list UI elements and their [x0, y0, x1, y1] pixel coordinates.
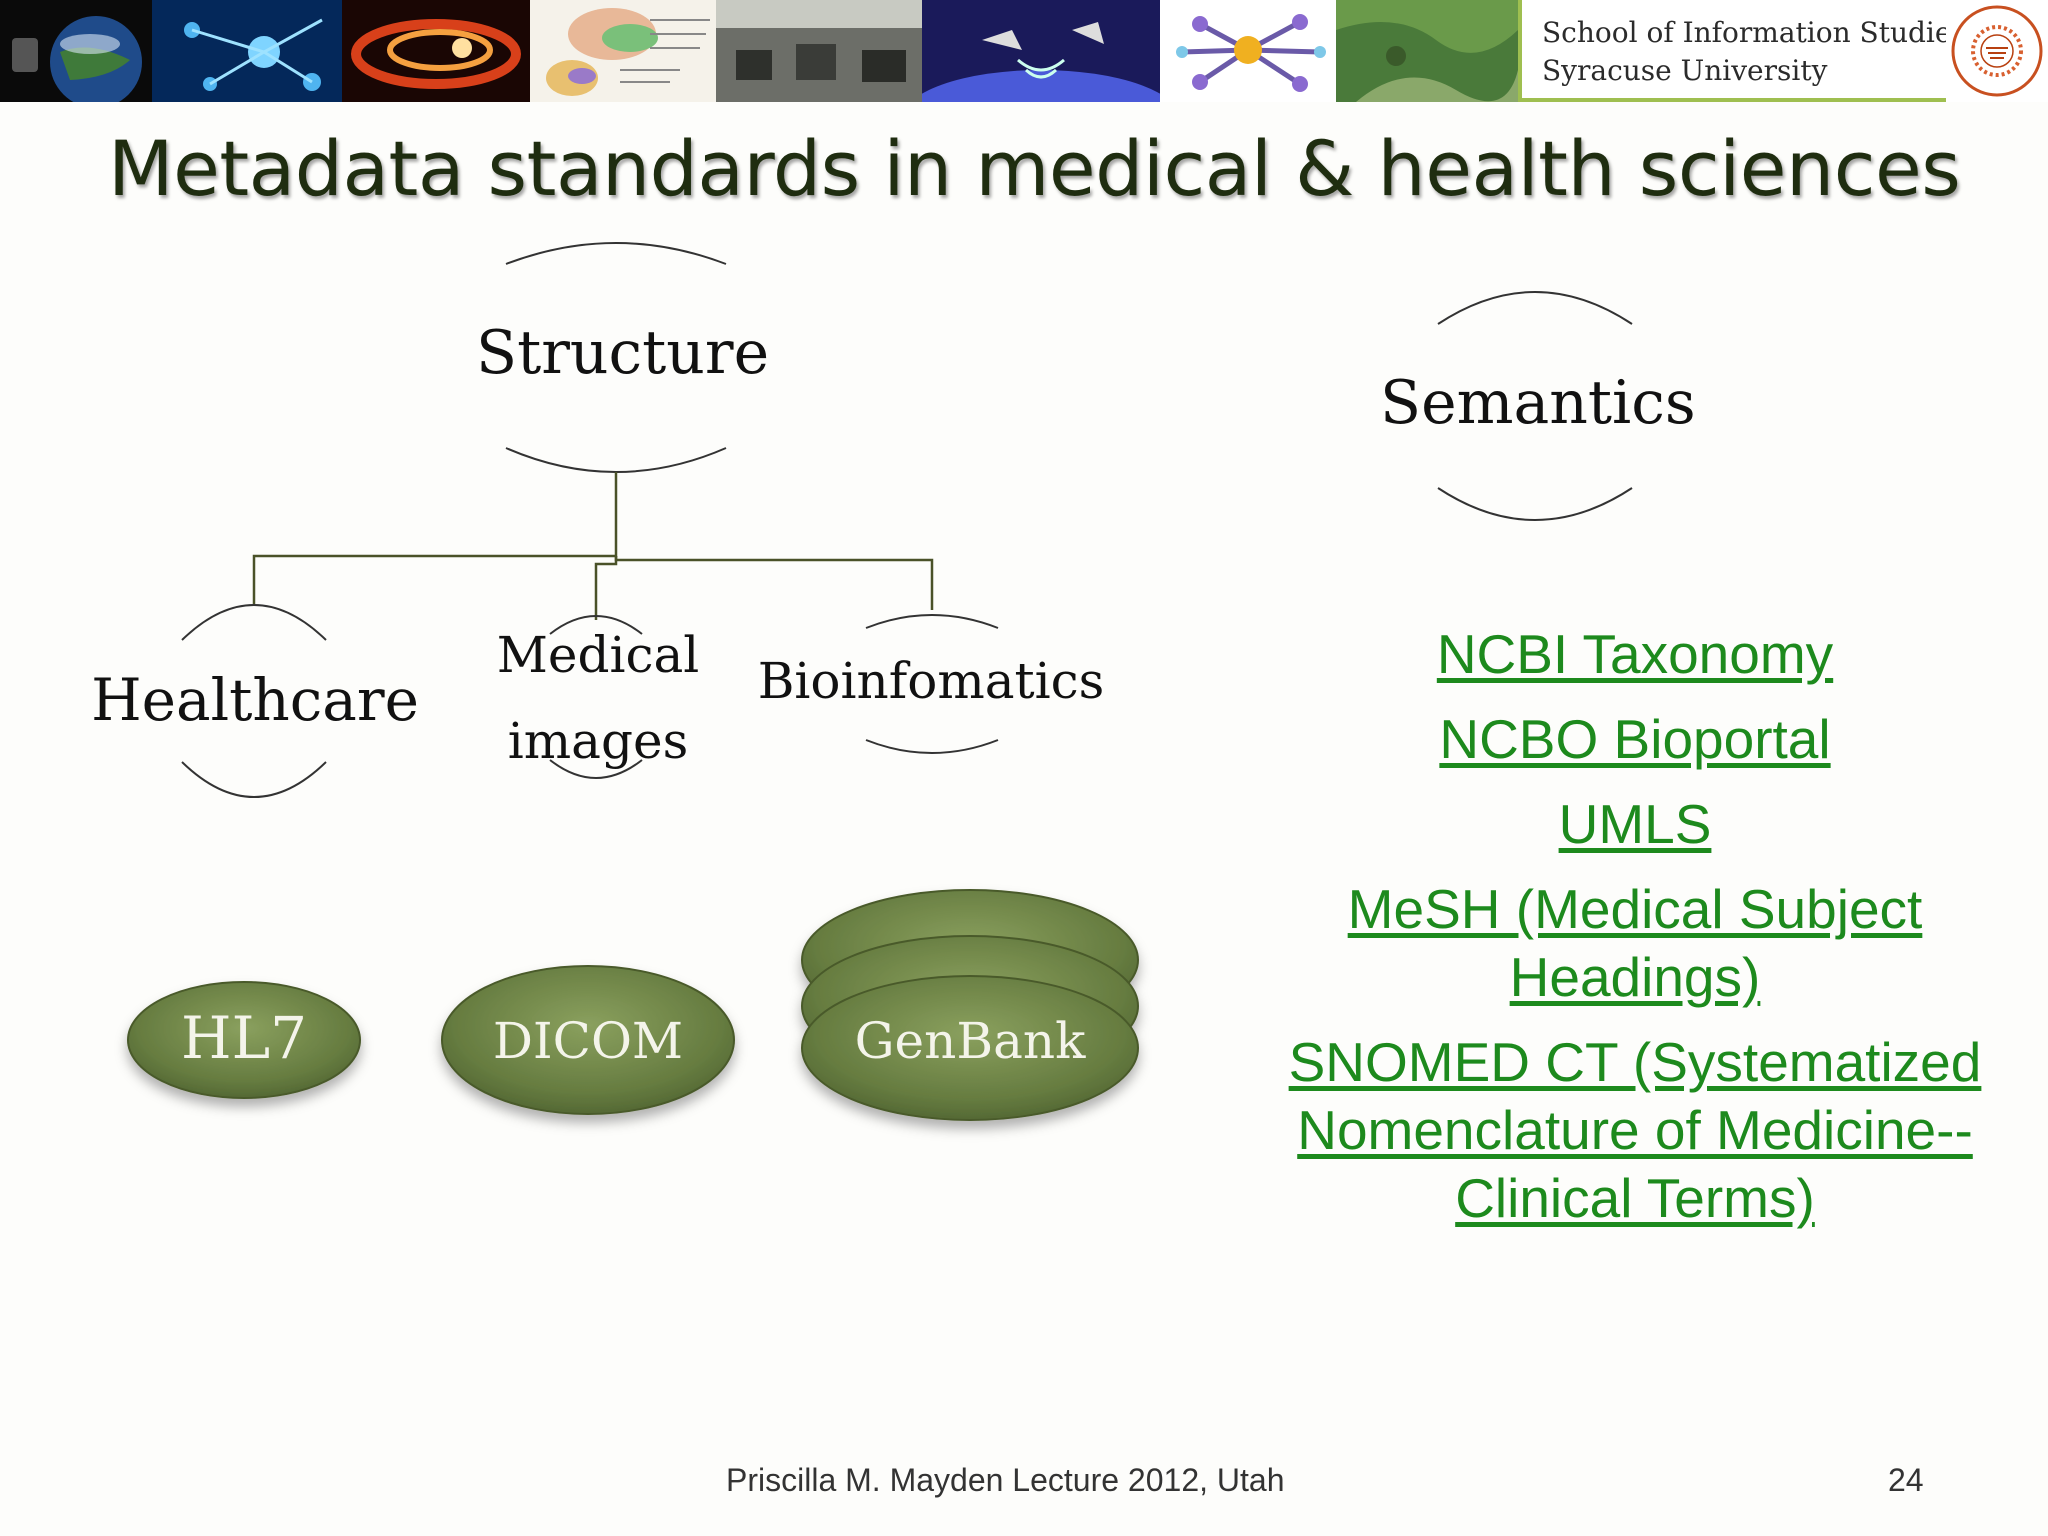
structure-label: Structure — [476, 318, 770, 388]
healthcare-label: Healthcare — [91, 666, 419, 734]
footer-caption: Priscilla M. Mayden Lecture 2012, Utah — [726, 1462, 1285, 1498]
dicom-pill — [441, 965, 735, 1115]
bioinformatics-node-arcs — [865, 614, 999, 754]
ncbo-bioportal-link[interactable]: NCBO Bioportal — [1439, 708, 1831, 770]
semantics-node-arcs — [1437, 291, 1633, 521]
tree-connectors — [252, 472, 934, 620]
mesh-link[interactable]: MeSH (Medical Subject Headings) — [1347, 878, 1923, 1008]
semantics-label: Semantics — [1380, 368, 1696, 438]
ncbi-taxonomy-link[interactable]: NCBI Taxonomy — [1436, 623, 1834, 685]
neuron-network-image — [152, 0, 342, 102]
telescope-image — [0, 0, 152, 102]
snomed-ct-link[interactable]: SNOMED CT (Systematized Nomenclature of … — [1288, 1031, 1982, 1229]
semantics-link-list: NCBI Taxonomy NCBO Bioportal UMLS MeSH (… — [1260, 620, 2010, 1249]
brain-anatomy-image — [530, 0, 716, 102]
school-name: School of Information Studies — [1542, 16, 1966, 49]
header-banner: School of Information Studies Syracuse U… — [0, 0, 2048, 102]
university-name: Syracuse University — [1542, 54, 1828, 87]
dicom-label: DICOM — [492, 1012, 684, 1070]
umls-link[interactable]: UMLS — [1558, 793, 1712, 855]
healthcare-node-arcs — [181, 604, 327, 798]
laboratory-image — [716, 0, 922, 102]
school-name-box: School of Information Studies Syracuse U… — [1518, 0, 1966, 102]
molecule-image — [1160, 0, 1336, 102]
medical-images-label-line2: images — [507, 712, 689, 770]
genbank-pill-stack — [801, 889, 1139, 1121]
genbank-label: GenBank — [854, 1012, 1086, 1070]
hl7-pill — [127, 981, 361, 1099]
medical-images-label-line1: Medical — [496, 626, 700, 684]
fire-swirl-image — [342, 0, 530, 102]
bioinformatics-label: Bioinfomatics — [757, 652, 1105, 710]
medical-images-node-arcs — [549, 615, 643, 779]
university-seal-icon — [1946, 0, 2048, 102]
satellite-signal-image — [922, 0, 1160, 102]
slide-number: 24 — [1888, 1462, 1924, 1498]
hl7-label: HL7 — [181, 1004, 307, 1072]
slide-title: Metadata standards in medical & health s… — [108, 124, 1961, 213]
satellite-map-image — [1336, 0, 1518, 102]
